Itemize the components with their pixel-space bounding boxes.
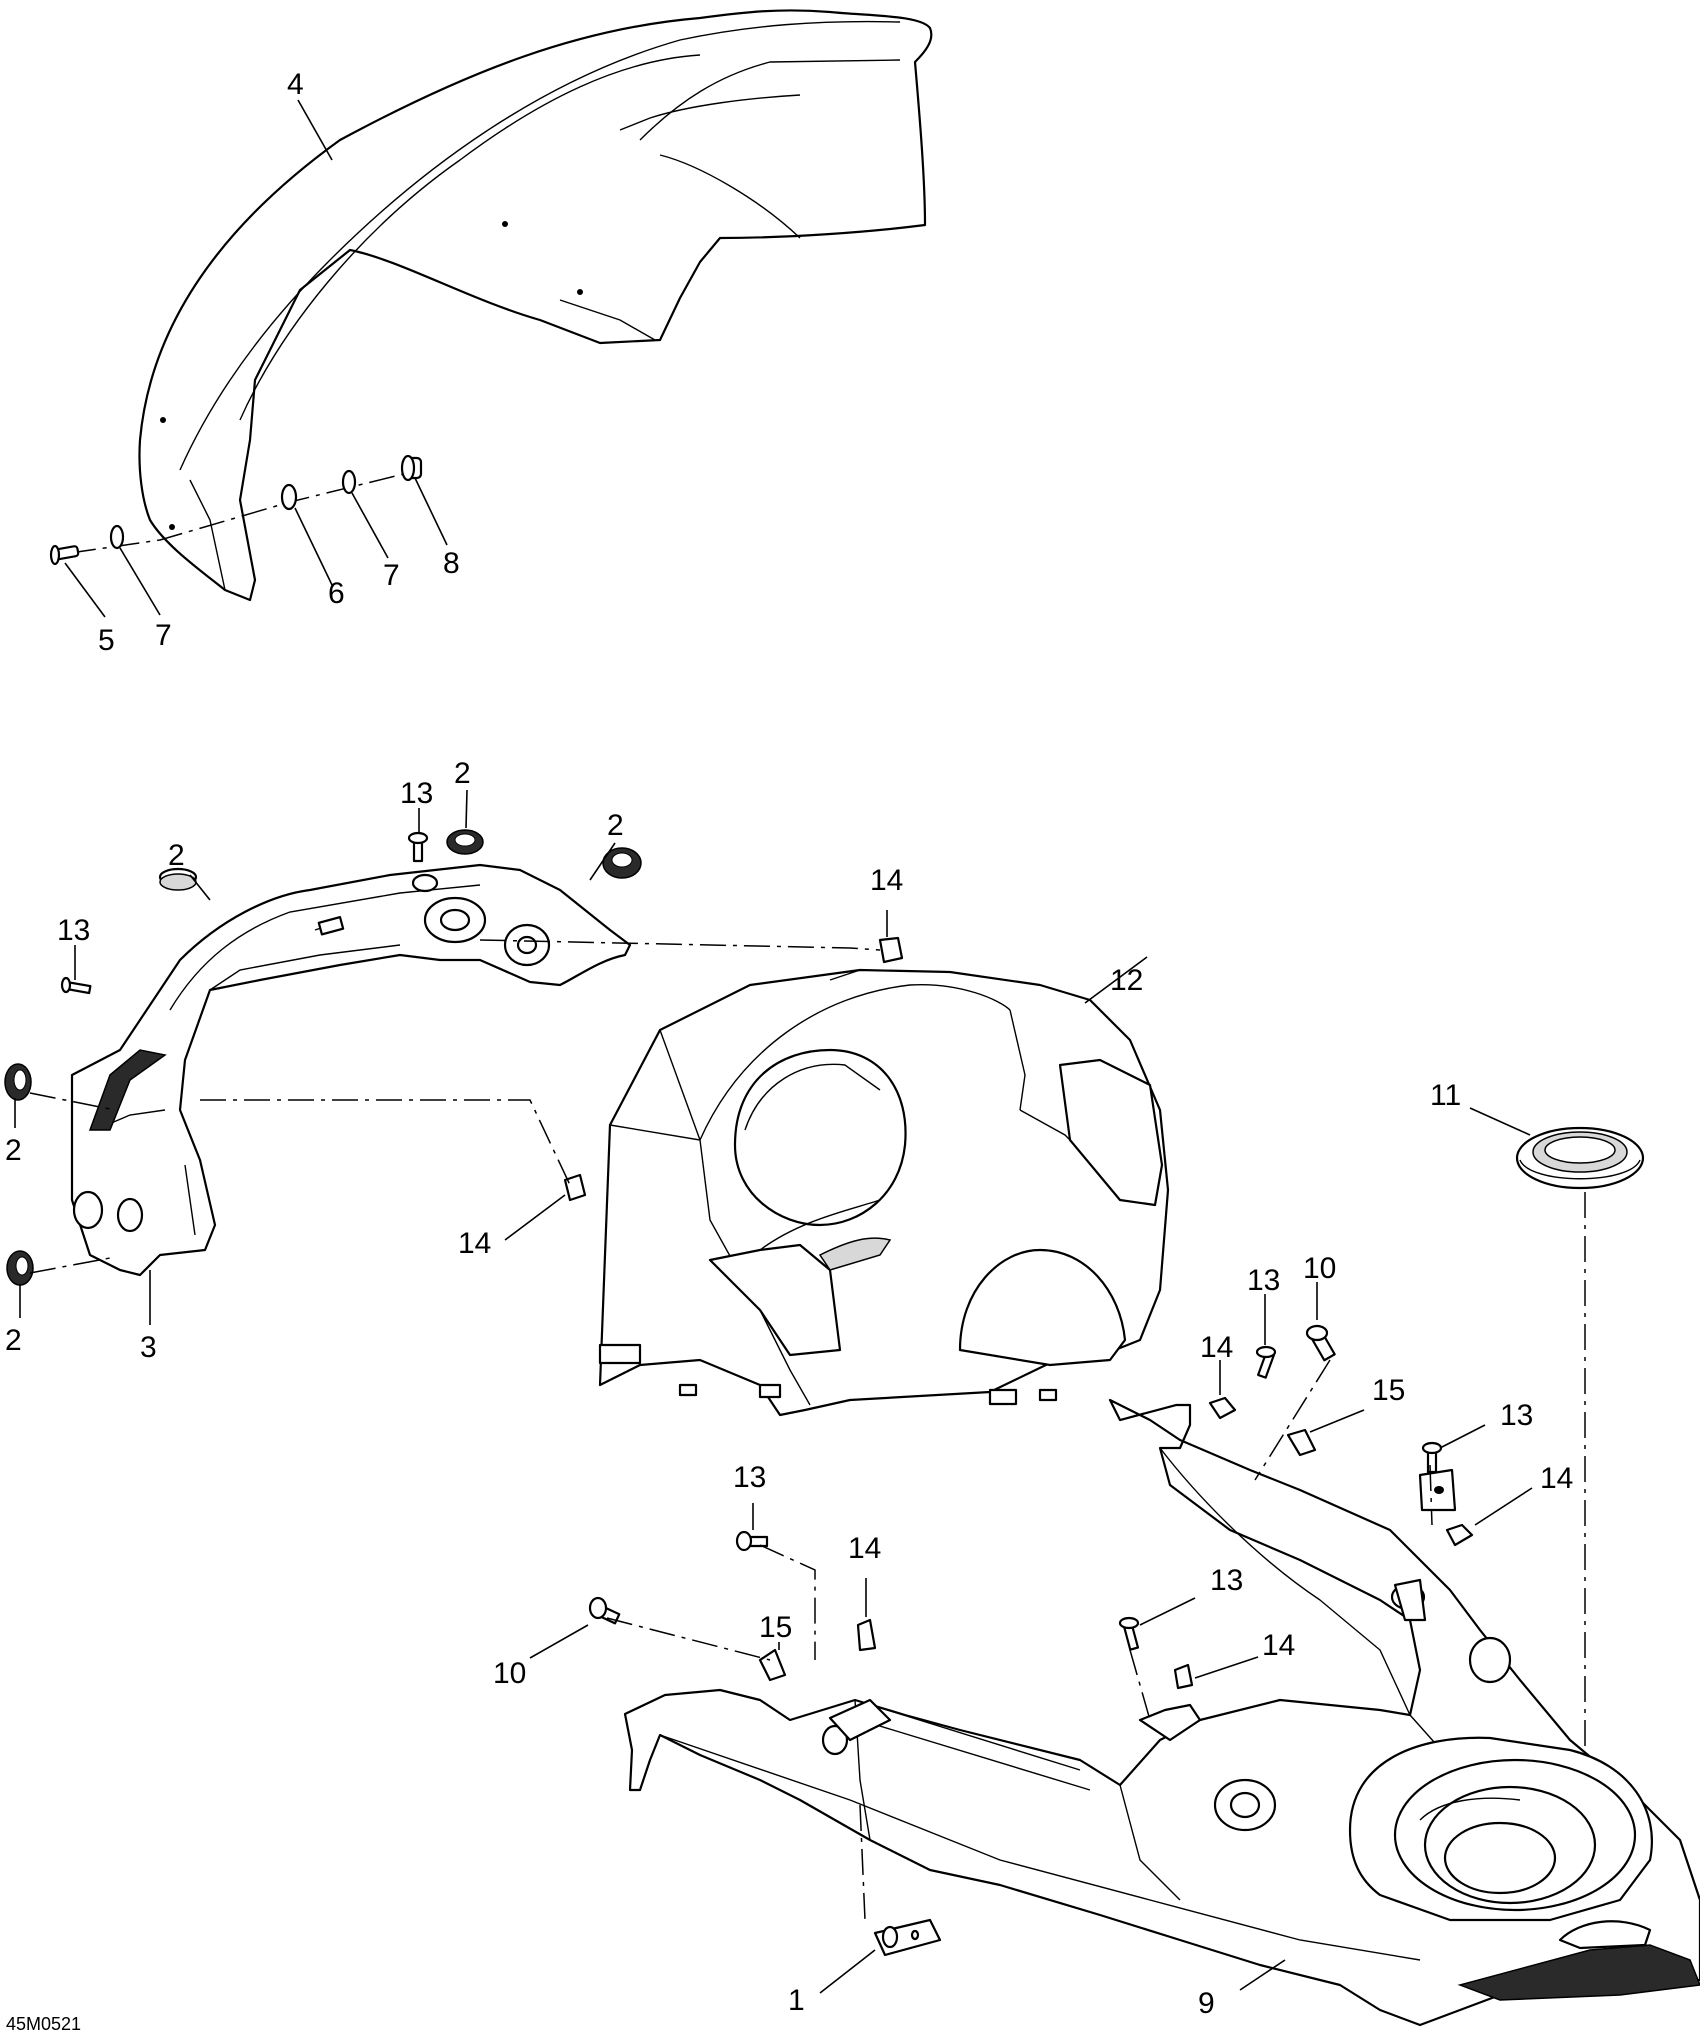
callout-c15b: 15: [759, 1611, 792, 1644]
callout-c14b: 14: [458, 1227, 491, 1260]
screw-part-13-f: [1118, 1616, 1140, 1651]
callout-c9: 9: [1198, 1987, 1215, 2020]
callout-c13a: 13: [400, 777, 433, 810]
clip-part-14-f: [1173, 1663, 1194, 1690]
clip-part-14-d: [1208, 1396, 1237, 1420]
drawing-reference: 45M0521: [6, 2014, 81, 2034]
callout-c13e: 13: [733, 1461, 766, 1494]
screw-part-13-d: [1255, 1345, 1277, 1379]
callout-8: 8: [443, 547, 460, 580]
screw-part-13-c: [735, 1530, 769, 1552]
callout-c13b: 13: [57, 914, 90, 947]
lower-panel-part-9: [623, 1398, 1700, 2027]
callout-c13f: 13: [1210, 1564, 1243, 1597]
callout-c1: 1: [788, 1984, 805, 2017]
clip-part-14-c: [856, 1618, 877, 1652]
clip-part-15-b: [1286, 1428, 1317, 1457]
callout-c14f: 14: [1262, 1629, 1295, 1662]
windshield-fasteners: [49, 454, 423, 566]
callout-c3: 3: [140, 1331, 157, 1364]
callout-c14e: 14: [848, 1532, 881, 1565]
callout-7-right: 7: [383, 559, 400, 592]
callout-c14a: 14: [870, 864, 903, 897]
grommet-part-2-c: [602, 847, 642, 879]
plate-part-1: [873, 1918, 942, 1957]
callout-c2d: 2: [5, 1134, 22, 1167]
callout-7-left: 7: [155, 619, 172, 652]
lock-ring-part-11: [1515, 1126, 1645, 1190]
callout-6: 6: [328, 577, 345, 610]
grommet-part-6: [280, 483, 298, 511]
callout-5: 5: [98, 624, 115, 657]
callout-c13c: 13: [1247, 1264, 1280, 1297]
callout-c10b: 10: [493, 1657, 526, 1690]
clip-part-14-a: [878, 936, 904, 964]
callout-c2a: 2: [454, 757, 471, 790]
screw-part-13-e: [1421, 1441, 1443, 1474]
clip-part-14-e: [1445, 1523, 1474, 1547]
callout-c2b: 2: [607, 809, 624, 842]
callout-4: 4: [287, 68, 304, 101]
callout-c12: 12: [1110, 964, 1143, 997]
grommet-part-2-e: [6, 1250, 34, 1286]
callout-c11: 11: [1430, 1079, 1461, 1112]
callout-c15a: 15: [1372, 1374, 1405, 1407]
leader-lines: [14, 99, 1533, 1994]
washer-part-7-right: [341, 469, 357, 495]
screw-part-13-b: [60, 976, 92, 995]
grommet-part-2-d: [4, 1063, 32, 1101]
callout-c10a: 10: [1303, 1252, 1336, 1285]
callout-c14d: 14: [1540, 1462, 1573, 1495]
callout-c2c: 2: [168, 839, 185, 872]
washer-part-7-left: [109, 524, 125, 550]
callout-c13d: 13: [1500, 1399, 1533, 1432]
clip-part-14-b: [563, 1173, 587, 1202]
callout-c14c: 14: [1200, 1331, 1233, 1364]
grommet-part-2-b: [446, 829, 484, 855]
console-part-12: [598, 968, 1170, 1417]
grommet-part-2-a: [158, 867, 198, 891]
side-panel-part-3: [70, 863, 632, 1277]
screw-part-5: [49, 544, 80, 566]
screw-part-10-b: [1305, 1324, 1336, 1362]
nut-part-8: [400, 454, 423, 482]
callout-c2e: 2: [5, 1324, 22, 1357]
screw-part-13-a: [407, 831, 429, 863]
clip-part-15-a: [758, 1648, 787, 1682]
windshield-part-4: [138, 9, 933, 602]
callout-labels: 4 5 7 6 7 8: [98, 68, 460, 657]
